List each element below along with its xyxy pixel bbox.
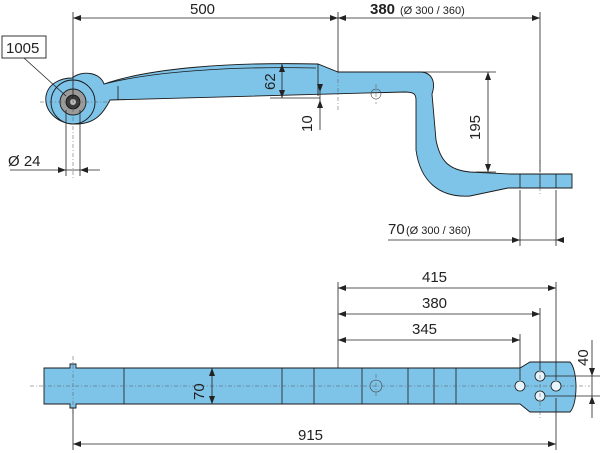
- dimension-380-plan: 380: [338, 295, 541, 370]
- dim-10-label: 10: [299, 115, 316, 132]
- plan-view: [30, 356, 590, 418]
- dim-40-label: 40: [575, 349, 592, 366]
- dimension-915: 915: [72, 398, 557, 450]
- dimension-70-width: 70: [191, 368, 215, 404]
- dim-70-width-label: 70: [191, 383, 208, 400]
- dimension-415: 415: [337, 269, 557, 380]
- dimension-70-offset: 70 (Ø 300 / 360): [388, 190, 564, 246]
- dimension-62: 62: [262, 64, 320, 99]
- side-view: [40, 63, 573, 197]
- bolt-hole-right: [550, 380, 562, 392]
- dim-500-label: 500: [190, 1, 215, 18]
- spring-leaf-plan: [43, 361, 577, 413]
- dim-195-label: 195: [467, 115, 484, 140]
- bolt-hole-left: [514, 380, 526, 392]
- dimension-380: 380 (Ø 300 / 360): [338, 1, 541, 172]
- dim-70-offset-note: (Ø 300 / 360): [406, 225, 471, 237]
- dim-345-label: 345: [412, 321, 437, 338]
- dimension-40: 40: [545, 340, 600, 418]
- dim-380-plan-label: 380: [422, 295, 447, 312]
- dim-915-label: 915: [298, 427, 323, 444]
- dim-62-label: 62: [262, 73, 279, 90]
- dim-70-offset-value: 70: [388, 221, 405, 238]
- part-number: 1005: [6, 40, 39, 57]
- part-number-callout: 1005: [1, 35, 67, 97]
- dim-diameter-label: Ø 24: [8, 153, 41, 170]
- dimension-500: 500: [72, 1, 339, 98]
- dimension-diameter: Ø 24: [8, 110, 100, 176]
- dim-380-label: 380: [370, 1, 395, 18]
- dim-380-note: (Ø 300 / 360): [400, 5, 465, 17]
- dim-415-label: 415: [422, 269, 447, 286]
- dimension-10: 10: [299, 84, 323, 132]
- dimension-345: 345: [338, 321, 521, 380]
- dimension-195: 195: [420, 71, 496, 173]
